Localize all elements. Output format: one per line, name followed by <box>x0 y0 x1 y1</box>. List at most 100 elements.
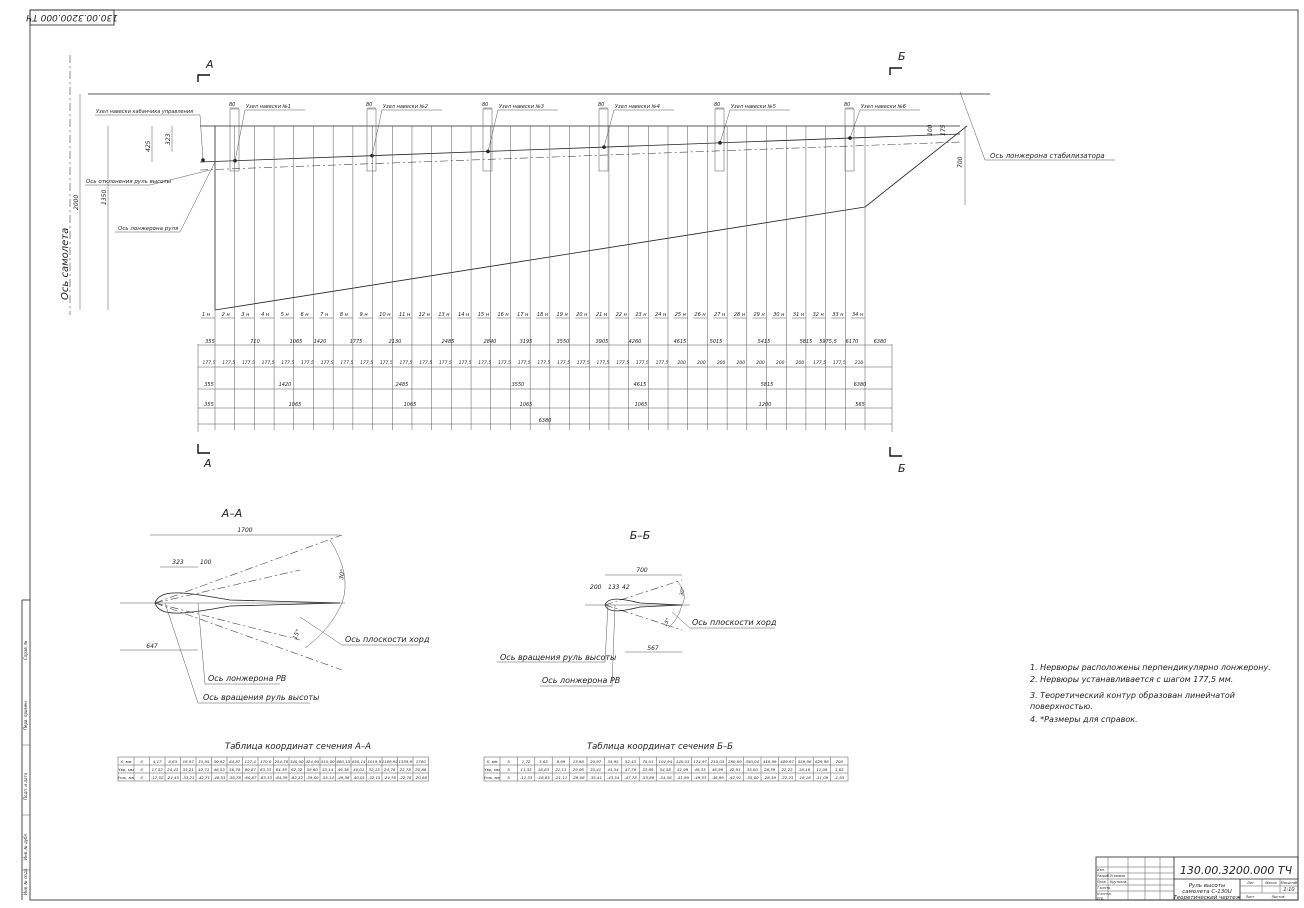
table-cell: 56,78 <box>229 767 241 772</box>
section-a-bottom-marker <box>197 444 210 454</box>
knot-point <box>486 149 490 154</box>
dim-row2-value: 177,5 <box>557 360 570 366</box>
dim-row1-value: 4615 <box>674 339 687 345</box>
rib-label: 17 н <box>517 312 529 318</box>
stab-spar-leader <box>959 91 986 161</box>
dim-row2-value: 200 <box>717 360 726 366</box>
dim-row3-value: 1420 <box>279 382 292 388</box>
knot-bracket <box>482 108 493 172</box>
rib-label: 12 н <box>419 312 431 318</box>
dim-700: 700 <box>957 156 964 168</box>
title-role-2: Пров. <box>1097 880 1107 884</box>
dim-row4-value: 355 <box>204 402 214 408</box>
knot-dim: 80 <box>714 102 720 108</box>
section-b-view: Б–Б 700 200 133 42 30° 15° 567 Ось плоск… <box>497 529 777 687</box>
table-cell: 0 <box>507 767 510 772</box>
rib-label: 33 н <box>832 312 844 318</box>
dim-row1-value: 5815 <box>800 339 813 345</box>
knot-bracket <box>366 108 377 172</box>
dim-row1-value: 3195 <box>520 339 533 345</box>
table-cell: 32,15 <box>369 767 381 772</box>
table-cell: -46,99 <box>711 775 724 780</box>
table-cell: Yнж, мм <box>484 775 501 780</box>
table-a-title: Таблица координат сечения А–А <box>225 742 371 752</box>
dim-row2-value: 177,5 <box>537 360 550 366</box>
rib-label: 4 н <box>261 312 270 318</box>
rib-label: 32 н <box>813 312 825 318</box>
sect-a-deflect-up-15 <box>154 569 301 604</box>
table-cell: 104,94 <box>658 759 672 764</box>
table-cell: 0 <box>507 775 510 780</box>
table-cell: -43,54 <box>607 775 620 780</box>
dim-row2-value: 177,5 <box>242 360 255 366</box>
table-cell: 210,03 <box>711 759 725 764</box>
table-cell: 62,32 <box>291 767 303 772</box>
table-cell: 28,39 <box>764 767 776 772</box>
dim-row3-value: 355 <box>204 382 214 388</box>
spar-axis-label: Ось лонжерона руля <box>118 226 179 232</box>
table-cell: 84,87 <box>229 759 241 764</box>
table-cell: -51,99 <box>676 775 689 780</box>
table-cell: 59,60 <box>307 767 319 772</box>
table-cell: 340,00 <box>290 759 304 764</box>
table-cell: X, мм <box>485 759 497 764</box>
table-cell: Yвр, мм <box>484 767 500 772</box>
knot-dim: 80 <box>366 102 372 108</box>
dim-row2-value: 177,5 <box>400 360 413 366</box>
dim-row2-value: 177,5 <box>439 360 452 366</box>
table-cell: 3,65 <box>539 759 548 764</box>
dim-row2-value: 177,5 <box>577 360 590 366</box>
section-b-bottom-label: Б <box>898 462 906 475</box>
table-cell: 13,98 <box>573 759 585 764</box>
rib-label: 25 н <box>675 312 687 318</box>
table-cell: -42,91 <box>729 775 742 780</box>
sect-b-rot-leader <box>604 604 609 663</box>
technical-notes: 1. Нервюры расположены перпендикулярно л… <box>1030 663 1271 724</box>
table-cell: Yвр, мм <box>118 767 134 772</box>
table-cell: 1,65 <box>835 767 844 772</box>
title-col-mass: Масса <box>1265 881 1276 885</box>
table-cell: 424,90 <box>305 759 319 764</box>
dim-row4-value: 1200 <box>759 402 772 408</box>
title-name-2: самолета С-130U <box>1182 889 1231 895</box>
table-cell: 127,4 <box>245 759 257 764</box>
table-cell: 60,87 <box>245 767 257 772</box>
dim-row1-value: 2130 <box>389 339 402 345</box>
table-cell: 49,33 <box>695 767 707 772</box>
title-name-3: Теоретический чертеж <box>1173 895 1240 901</box>
title-role-5: Утв. <box>1097 897 1104 901</box>
sect-a-dim-323: 323 <box>172 559 184 566</box>
table-cell: 40,01 <box>353 767 364 772</box>
dim-row2-value: 177,5 <box>636 360 649 366</box>
table-cell: -22,23 <box>781 775 794 780</box>
knot-dim: 80 <box>482 102 488 108</box>
sect-a-dim-100: 100 <box>200 559 212 566</box>
table-cell: 49,36 <box>338 767 350 772</box>
dim-100: 100 <box>927 124 934 136</box>
knot-dim: 80 <box>844 102 850 108</box>
sect-a-rot-label: Ось вращения руль высоты <box>203 693 319 702</box>
rib-label: 30 н <box>773 312 785 318</box>
table-cell: 33,95 <box>198 759 210 764</box>
table-cell: 53,89 <box>642 767 654 772</box>
table-cell: -11,33 <box>520 775 533 780</box>
dim-row2-value: 210 <box>855 360 864 366</box>
section-b-title: Б–Б <box>630 529 651 542</box>
dim-1350: 1350 <box>101 190 108 205</box>
knot-point <box>233 158 237 163</box>
side-stamp-sign: Подп. и дата <box>23 772 28 800</box>
rib-label: 27 н <box>714 312 726 318</box>
title-doc-code: 130.00.3200.000 ТЧ <box>1180 864 1293 877</box>
table-cell: 254,76 <box>274 759 288 764</box>
sect-a-rot-leader <box>164 602 199 704</box>
table-cell: 1,72 <box>522 759 531 764</box>
table-cell: 280,09 <box>728 759 742 764</box>
sect-b-dim-700: 700 <box>636 567 648 574</box>
sect-a-deflect-dn-30 <box>154 602 343 671</box>
table-cell: 11,09 <box>816 767 828 772</box>
table-cell: -49,33 <box>694 775 707 780</box>
table-cell: 0 <box>507 759 510 764</box>
